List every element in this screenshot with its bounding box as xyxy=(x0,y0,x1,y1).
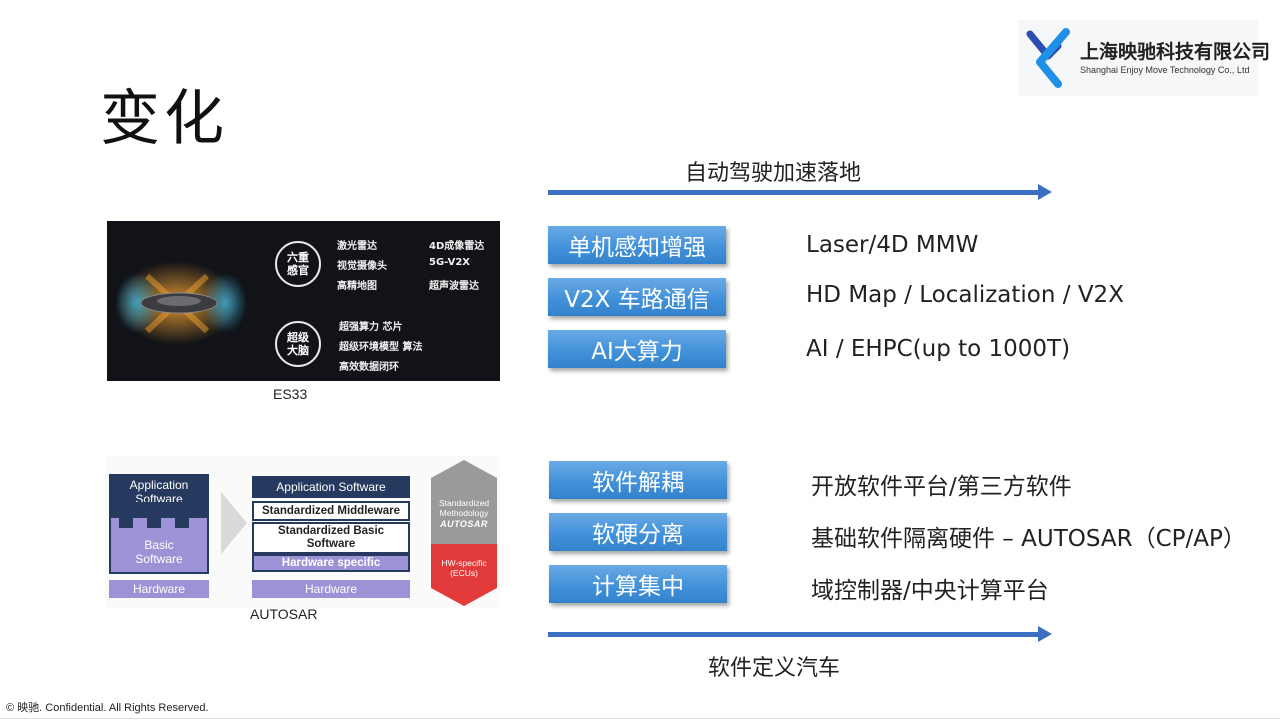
es-item-4d-radar: 4D成像雷达 xyxy=(429,241,485,252)
sdv-arrow-label: 软件定义汽车 xyxy=(708,656,841,681)
es-item-env-model: 超级环境模型 算法 xyxy=(339,342,423,353)
company-name-cn: 上海映驰科技有限公司 xyxy=(1080,41,1271,63)
legacy-basic-teeth xyxy=(119,518,189,528)
es-item-camera: 视觉摄像头 xyxy=(337,261,387,272)
es33-feature-image: 六重 感官 激光雷达 4D成像雷达 视觉摄像头 5G-V2X 高精地图 超声波雷… xyxy=(107,221,500,381)
slide-title: 变化 xyxy=(100,84,228,154)
feature-text-centralized-compute: 域控制器/中央计算平台 xyxy=(811,578,1049,604)
footer-copyright: © 映驰. Confidential. All Rights Reserved. xyxy=(6,702,209,714)
autosar-caption: AUTOSAR xyxy=(250,606,318,622)
company-name-en: Shanghai Enjoy Move Technology Co., Ltd xyxy=(1080,65,1250,75)
autosar-application-software: Application Software xyxy=(252,476,410,498)
feature-text-perception: Laser/4D MMW xyxy=(806,232,979,258)
feature-text-hw-sw-separation: 基础软件隔离硬件 – AUTOSAR（CP/AP） xyxy=(811,526,1246,552)
feature-button-centralized-compute: 计算集中 xyxy=(549,565,727,603)
legacy-layer-teeth xyxy=(109,502,209,528)
chevron-right-icon xyxy=(221,492,247,554)
es-item-compute-chip: 超强算力 芯片 xyxy=(339,322,403,333)
es-item-hd-map: 高精地图 xyxy=(337,281,377,292)
autosar-hardware-specific: Hardware specific xyxy=(252,554,410,572)
car-sensor-graphic xyxy=(115,261,247,345)
six-senses-label: 六重 感官 xyxy=(287,251,309,277)
legacy-hardware: Hardware xyxy=(109,580,209,598)
autosar-basic-software: Standardized Basic Software xyxy=(252,522,410,554)
six-senses-circle: 六重 感官 xyxy=(275,241,321,287)
super-brain-circle: 超级 大脑 xyxy=(275,321,321,367)
autosar-methodology-shape xyxy=(431,460,497,606)
super-brain-label: 超级 大脑 xyxy=(287,331,309,357)
feature-text-v2x: HD Map / Localization / V2X xyxy=(806,282,1124,308)
enjoymove-logo-icon xyxy=(1026,28,1070,88)
es33-caption: ES33 xyxy=(273,386,308,402)
methodology-label: Standardized Methodology xyxy=(438,498,490,518)
arrow-right-icon xyxy=(1038,184,1052,200)
feature-button-perception: 单机感知增强 xyxy=(548,226,726,264)
es-item-lidar: 激光雷达 xyxy=(337,241,377,252)
feature-button-v2x: V2X 车路通信 xyxy=(548,278,726,316)
es-item-ultrasonic: 超声波雷达 xyxy=(429,281,479,292)
es-item-5g-v2x: 5G-V2X xyxy=(429,257,470,268)
es-item-data-loop: 高效数据闭环 xyxy=(339,362,399,373)
autosar-middleware: Standardized Middleware xyxy=(252,501,410,521)
autosar-diagram: Application Software Basic Software Hard… xyxy=(105,456,500,608)
company-logo: 上海映驰科技有限公司 Shanghai Enjoy Move Technolog… xyxy=(1018,20,1270,96)
feature-text-ai-compute: AI / EHPC(up to 1000T) xyxy=(806,336,1071,362)
feature-button-ai-compute: AI大算力 xyxy=(548,330,726,368)
autosar-brand-label: AUTOSAR xyxy=(440,519,488,529)
footer-divider xyxy=(0,718,1280,719)
autosar-hardware: Hardware xyxy=(252,580,410,598)
feature-button-decoupling: 软件解耦 xyxy=(549,461,727,499)
arrow-right-icon xyxy=(1038,626,1052,642)
feature-button-hw-sw-separation: 软硬分离 xyxy=(549,513,727,551)
feature-text-decoupling: 开放软件平台/第三方软件 xyxy=(811,474,1072,500)
hw-specific-ecu-label: HW-specific (ECUs) xyxy=(441,558,487,578)
autonomous-arrow-label: 自动驾驶加速落地 xyxy=(685,161,862,186)
